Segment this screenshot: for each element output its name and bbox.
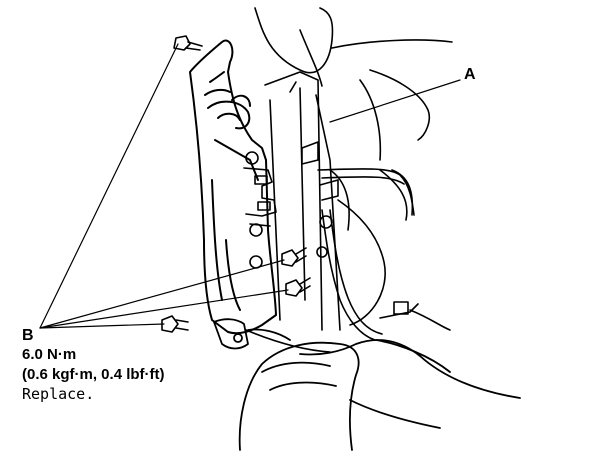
leader-lines: [39, 43, 461, 329]
bolt-bottom: [161, 315, 189, 333]
replace-note: Replace.: [22, 385, 95, 403]
torque-alt-units-text: (0.6 kgf·m, 0.4 lbf·ft): [22, 366, 165, 383]
torque-nm-text: 6.0 N·m: [22, 346, 77, 363]
bracket-tabs: [243, 167, 277, 227]
lower-trim: [238, 339, 521, 451]
bolt-lower: [285, 277, 311, 297]
wire-harness: [245, 168, 451, 353]
lower-clip: [213, 318, 291, 350]
trim-panel: [254, 7, 453, 326]
bolt-top: [173, 35, 203, 51]
callout-a-label: A: [464, 66, 476, 83]
callout-b-label: B: [22, 327, 34, 344]
body-frame: [264, 71, 350, 331]
bolt-middle: [281, 247, 307, 267]
mounting-bracket: [189, 39, 277, 335]
